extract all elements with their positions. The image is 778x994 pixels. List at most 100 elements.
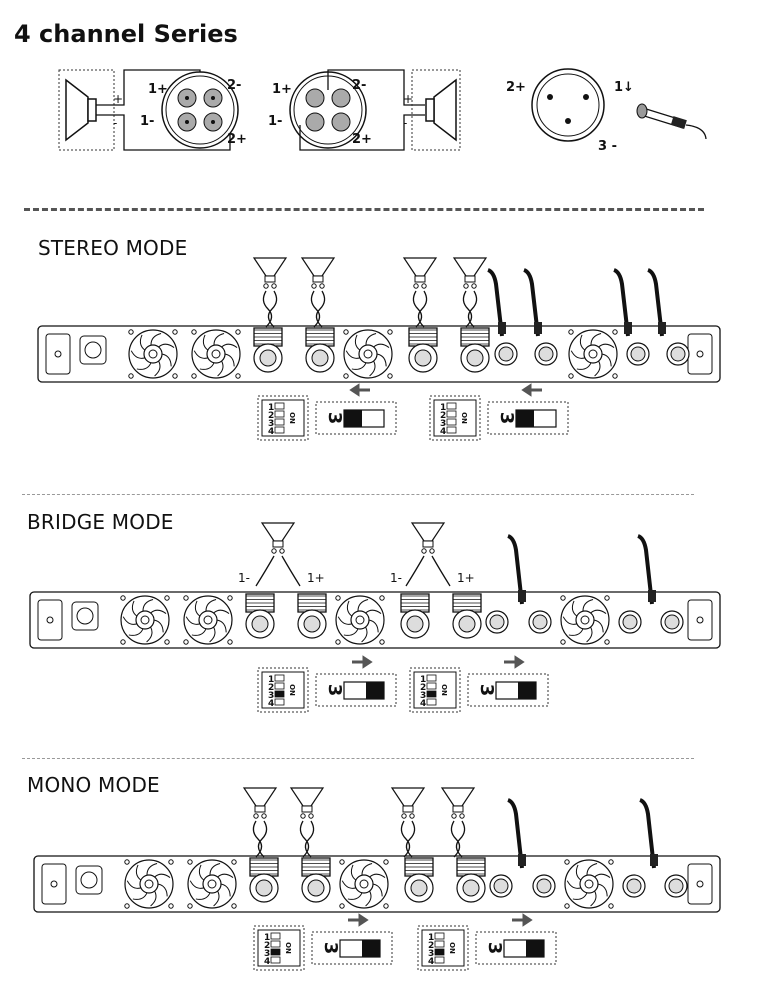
arrow-left-icon — [349, 383, 370, 397]
mode-title-mono: MONO MODE — [27, 773, 160, 797]
speaker-right-plus: + — [403, 92, 413, 106]
dip-switch-label: 2 — [268, 411, 274, 421]
xlr-cable-icon — [487, 268, 504, 337]
bridge-polarity-label: 1+ — [307, 571, 325, 585]
dip-switch-label: 2 — [428, 941, 434, 951]
speaker-wire — [252, 820, 268, 858]
dip-switch-label: 1 — [440, 403, 446, 413]
horn-speaker-icon — [452, 257, 488, 277]
dip-switch-callout — [257, 395, 309, 441]
dip-switch-label: 3 — [440, 419, 446, 429]
speakon-connector-right-icon — [289, 71, 367, 149]
speaker-wire — [405, 555, 451, 587]
pin-label: 1+ — [272, 82, 292, 97]
horn-speaker-icon — [402, 257, 438, 277]
switch-callout — [311, 931, 393, 965]
dip-switch-label: 4 — [268, 427, 274, 437]
pinout-diagram: + - 1+ 1- 2- 2+ 1+ 1- 2- 2+ + - — [58, 68, 707, 154]
xlr-pin-label: 3 - — [598, 139, 617, 154]
dip-switch-on-label: ON — [448, 942, 456, 954]
xlr-cable-icon — [647, 268, 664, 337]
microphone-icon — [636, 103, 707, 140]
dip-switch-on-label: ON — [440, 684, 448, 696]
speaker-left-icon — [58, 69, 115, 151]
arrow-right-icon — [512, 913, 533, 927]
arrow-right-icon — [352, 655, 373, 669]
dip-switch-label: 4 — [428, 957, 434, 967]
dip-switch-label: 4 — [264, 957, 270, 967]
page-title: 4 channel Series — [14, 20, 238, 48]
switch-number-label: 3 — [476, 684, 497, 697]
speaker-left-minus: - — [113, 116, 117, 130]
dip-switch-label: 2 — [440, 411, 446, 421]
xlr-cable-icon — [507, 534, 524, 605]
dip-switch-callout — [409, 667, 461, 713]
dip-switch-label: 3 — [264, 949, 270, 959]
xlr-pinout-icon — [531, 68, 605, 142]
section-divider — [24, 208, 704, 211]
xlr-cable-icon — [639, 798, 656, 869]
dip-switch-label: 1 — [268, 403, 274, 413]
switch-number-label: 3 — [320, 942, 341, 955]
xlr-cable-icon — [613, 268, 630, 337]
xlr-pin-label: 2+ — [506, 80, 526, 95]
pin-label: 2- — [227, 78, 241, 93]
dip-switch-on-label: ON — [284, 942, 292, 954]
dip-switch-label: 1 — [420, 675, 426, 685]
rack-hole-icon — [50, 880, 58, 888]
xlr-cable-icon — [637, 534, 654, 605]
speaker-wire — [310, 290, 326, 328]
xlr-pin-label: 1↓ — [614, 80, 634, 95]
mode-title-stereo: STEREO MODE — [38, 236, 188, 260]
dip-switch-label: 1 — [268, 675, 274, 685]
switch-number-label: 3 — [324, 684, 345, 697]
dip-switch-label: 2 — [268, 683, 274, 693]
speaker-wire — [299, 820, 315, 858]
switch-callout — [487, 401, 569, 435]
arrow-right-icon — [504, 655, 525, 669]
horn-speaker-icon — [390, 787, 426, 807]
switch-callout — [475, 931, 557, 965]
speaker-right-icon — [411, 69, 461, 151]
pin-label: 2+ — [227, 132, 247, 147]
switch-number-label: 3 — [496, 412, 517, 425]
dip-switch-callout — [417, 925, 469, 971]
switch-callout — [315, 401, 397, 435]
dip-switch-label: 3 — [428, 949, 434, 959]
rack-hole-icon — [46, 616, 54, 624]
horn-speaker-icon — [242, 787, 278, 807]
dip-switch-label: 4 — [420, 699, 426, 709]
dip-switch-label: 4 — [268, 699, 274, 709]
bridge-polarity-label: 1- — [238, 571, 250, 585]
bridge-polarity-label: 1- — [390, 571, 402, 585]
dip-switch-label: 2 — [420, 683, 426, 693]
speaker-wire — [450, 820, 466, 858]
rack-hole-icon — [696, 616, 704, 624]
speakon-connector-left-icon — [161, 71, 239, 149]
dip-switch-label: 3 — [268, 691, 274, 701]
speaker-left-plus: + — [113, 92, 123, 106]
section-divider — [22, 758, 694, 759]
rack-hole-icon — [696, 880, 704, 888]
rack-hole-icon — [696, 350, 704, 358]
speaker-wire — [462, 290, 478, 328]
switch-callout — [315, 673, 397, 707]
xlr-cable-icon — [507, 798, 524, 869]
dip-switch-on-label: ON — [288, 412, 296, 424]
dip-switch-label: 3 — [420, 691, 426, 701]
arrow-right-icon — [348, 913, 369, 927]
mode-title-bridge: BRIDGE MODE — [27, 510, 174, 534]
section-divider — [22, 494, 694, 495]
speaker-wire — [400, 820, 416, 858]
horn-speaker-icon — [252, 257, 288, 277]
dip-switch-callout — [429, 395, 481, 441]
dip-switch-on-label: ON — [288, 684, 296, 696]
dip-switch-label: 2 — [264, 941, 270, 951]
speaker-wire — [262, 290, 278, 328]
dip-switch-on-label: ON — [460, 412, 468, 424]
dip-switch-label: 3 — [268, 419, 274, 429]
